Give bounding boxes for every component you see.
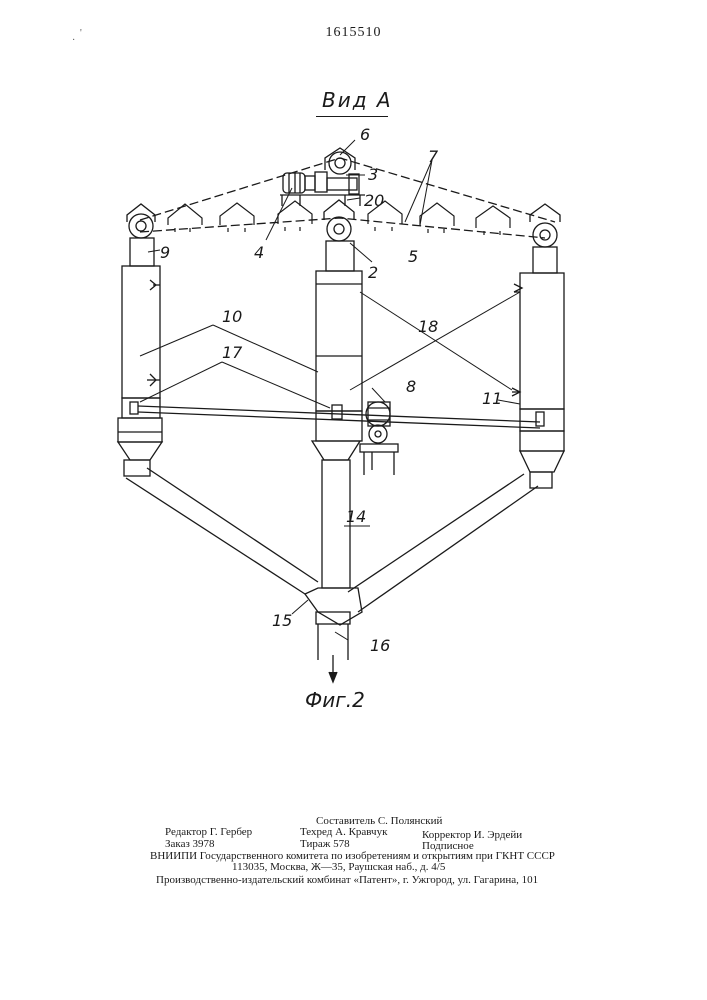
callout-18: 18 [418, 317, 438, 336]
callout-5: 5 [408, 247, 418, 266]
callout-6: 6 [360, 125, 370, 144]
callout-8: 8 [406, 377, 416, 396]
callout-11: 11 [482, 389, 502, 408]
callout-15: 15 [272, 611, 292, 630]
callout-4: 4 [254, 243, 264, 262]
frame-top-lines [140, 158, 555, 238]
callout-17: 17 [222, 343, 243, 362]
drive-shaft [138, 406, 540, 428]
callout-9: 9 [160, 243, 170, 262]
gear-motor [360, 402, 398, 475]
top-pulley [325, 148, 355, 174]
callout-7: 7 [428, 147, 439, 166]
motor-assembly [280, 172, 365, 206]
leader-lines [140, 140, 520, 640]
bottom-collector [305, 588, 362, 682]
callout-2: 2 [368, 263, 378, 282]
right-column [512, 204, 564, 488]
center-column [312, 200, 362, 588]
right-duct [348, 474, 538, 612]
callout-10: 10 [222, 307, 242, 326]
callout-16: 16 [370, 636, 390, 655]
left-duct [126, 468, 318, 594]
callout-14: 14 [346, 507, 366, 526]
callout-20: 20 [364, 191, 384, 210]
left-column [118, 204, 162, 476]
callout-3: 3 [368, 165, 378, 184]
figure-caption: Фиг.2 [305, 688, 365, 712]
